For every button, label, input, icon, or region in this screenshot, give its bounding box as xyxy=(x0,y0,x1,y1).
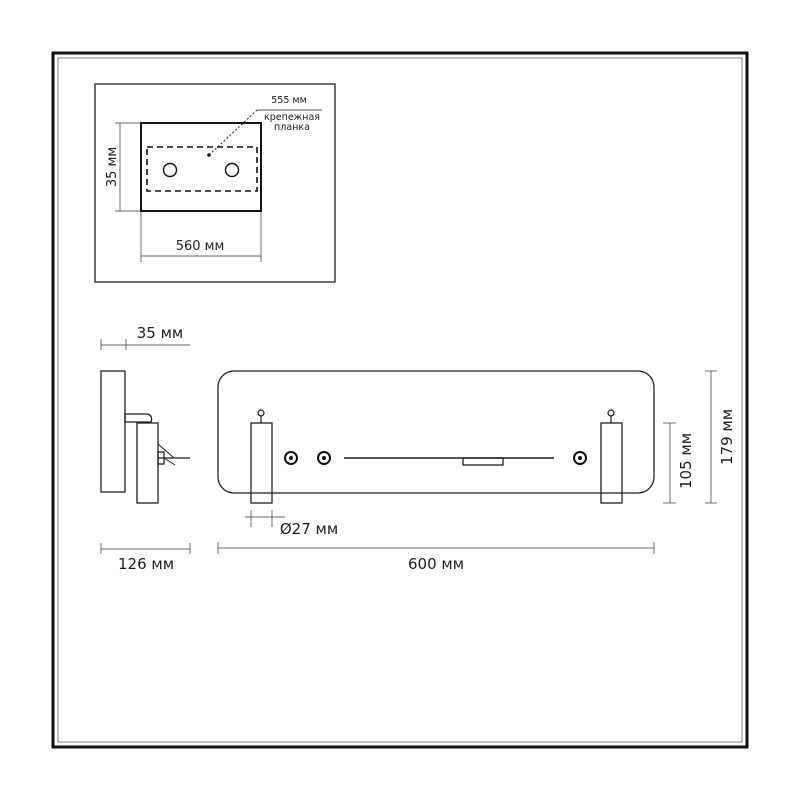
knob-2 xyxy=(317,451,331,465)
front-screw-left xyxy=(257,409,265,417)
label-35-side: 35 мм xyxy=(137,324,184,342)
mount-hole-left xyxy=(162,162,178,178)
side-lamp-body xyxy=(136,422,159,504)
side-detail xyxy=(163,457,176,466)
inset-panel: 555 мм крепежная планка 35 мм 560 мм xyxy=(94,83,336,283)
label-126: 126 мм xyxy=(118,555,174,573)
front-panel xyxy=(217,370,655,494)
label-note-1: крепежная xyxy=(264,112,320,123)
side-shade-line xyxy=(157,443,175,459)
inset-border xyxy=(94,83,336,283)
knob-3-center xyxy=(578,456,582,460)
outer-frame xyxy=(51,51,749,749)
side-arm xyxy=(124,413,153,423)
side-view: 35 мм 126 мм xyxy=(100,324,191,573)
side-wall-plate xyxy=(100,370,126,493)
knob-1-center xyxy=(289,456,293,460)
front-view: Ø27 мм 600 мм 105 мм 179 мм xyxy=(217,370,736,573)
label-note-2: планка xyxy=(274,122,310,133)
knob-1 xyxy=(284,451,298,465)
front-screw-right xyxy=(607,409,615,417)
label-179: 179 мм xyxy=(718,409,736,465)
inner-frame xyxy=(57,57,743,743)
label-560: 560 мм xyxy=(176,239,225,254)
label-35-inset: 35 мм xyxy=(105,147,120,187)
label-diameter: Ø27 мм xyxy=(280,520,338,538)
mount-hole-right xyxy=(224,162,240,178)
label-600: 600 мм xyxy=(408,555,464,573)
mounting-bar-outline xyxy=(146,146,258,192)
label-105: 105 мм xyxy=(677,433,695,489)
front-holder-right xyxy=(600,422,623,504)
front-holder-left xyxy=(250,422,273,504)
front-shade-clip xyxy=(462,457,504,466)
wall-plate xyxy=(140,122,262,212)
knob-2-center xyxy=(322,456,326,460)
leader-line xyxy=(208,109,258,156)
label-555: 555 мм xyxy=(271,95,307,106)
knob-3 xyxy=(573,451,587,465)
